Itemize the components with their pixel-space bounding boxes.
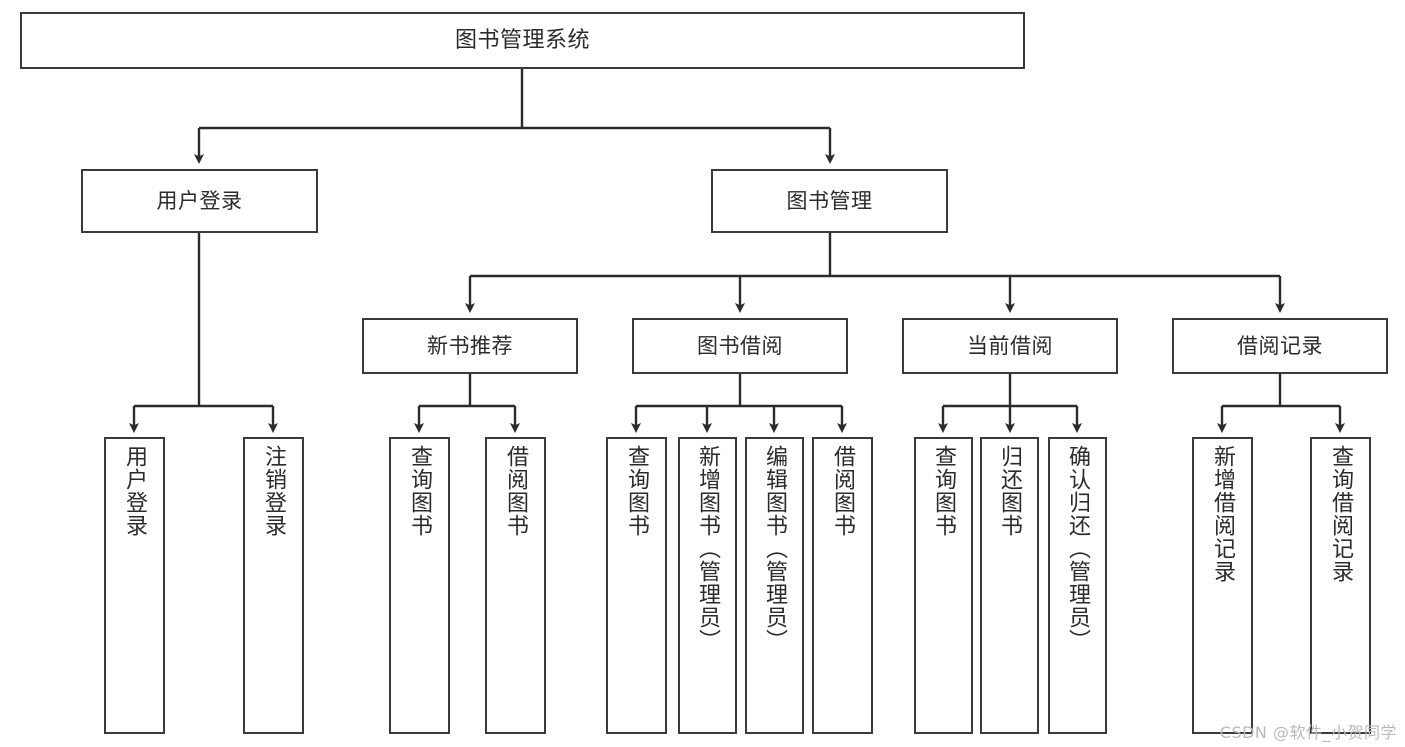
node-label: 当前借阅 bbox=[967, 333, 1053, 358]
node-leaf-query-borrow-record[interactable]: 查询借阅记录 bbox=[1310, 437, 1371, 734]
node-leaf-query-book-2[interactable]: 查询图书 bbox=[606, 437, 667, 734]
node-leaf-add-book-admin[interactable]: 新增图书（管理员） bbox=[678, 437, 737, 734]
node-book-management[interactable]: 图书管理 bbox=[711, 169, 948, 233]
node-leaf-add-borrow-record[interactable]: 新增借阅记录 bbox=[1192, 437, 1253, 734]
node-label: 新增图书（管理员） bbox=[695, 445, 721, 652]
node-label: 借阅图书 bbox=[830, 445, 856, 537]
node-label: 用户登录 bbox=[156, 188, 243, 213]
node-user-login[interactable]: 用户登录 bbox=[81, 169, 318, 233]
node-leaf-borrow-book-2[interactable]: 借阅图书 bbox=[812, 437, 873, 734]
node-leaf-edit-book-admin[interactable]: 编辑图书（管理员） bbox=[745, 437, 804, 734]
node-leaf-query-book-3[interactable]: 查询图书 bbox=[914, 437, 973, 734]
node-label: 用户登录 bbox=[122, 445, 148, 537]
node-label: 查询图书 bbox=[407, 445, 433, 537]
node-label: 图书管理 bbox=[786, 188, 873, 213]
node-leaf-query-book-1[interactable]: 查询图书 bbox=[389, 437, 450, 734]
node-label: 新书推荐 bbox=[427, 333, 513, 358]
node-label: 归还图书 bbox=[997, 445, 1023, 537]
node-label: 新增借阅记录 bbox=[1210, 445, 1236, 583]
node-label: 查询借阅记录 bbox=[1328, 445, 1354, 583]
node-leaf-logout[interactable]: 注销登录 bbox=[243, 437, 304, 734]
node-label: 确认归还（管理员） bbox=[1065, 445, 1091, 652]
node-book-borrow[interactable]: 图书借阅 bbox=[632, 318, 848, 374]
node-label: 借阅记录 bbox=[1237, 333, 1323, 358]
node-label: 借阅图书 bbox=[503, 445, 529, 537]
node-new-book-recommend[interactable]: 新书推荐 bbox=[362, 318, 578, 374]
node-label: 查询图书 bbox=[931, 445, 957, 537]
node-leaf-return-book[interactable]: 归还图书 bbox=[980, 437, 1039, 734]
node-label: 注销登录 bbox=[261, 445, 287, 537]
node-leaf-borrow-book-1[interactable]: 借阅图书 bbox=[485, 437, 546, 734]
node-root-book-management-system[interactable]: 图书管理系统 bbox=[20, 12, 1025, 69]
node-leaf-user-login[interactable]: 用户登录 bbox=[104, 437, 165, 734]
node-current-borrow[interactable]: 当前借阅 bbox=[902, 318, 1118, 374]
node-leaf-confirm-return-admin[interactable]: 确认归还（管理员） bbox=[1048, 437, 1107, 734]
node-borrow-record[interactable]: 借阅记录 bbox=[1172, 318, 1388, 374]
node-label: 编辑图书（管理员） bbox=[762, 445, 788, 652]
node-label: 图书借阅 bbox=[697, 333, 783, 358]
node-label: 图书管理系统 bbox=[454, 27, 590, 53]
node-label: 查询图书 bbox=[624, 445, 650, 537]
